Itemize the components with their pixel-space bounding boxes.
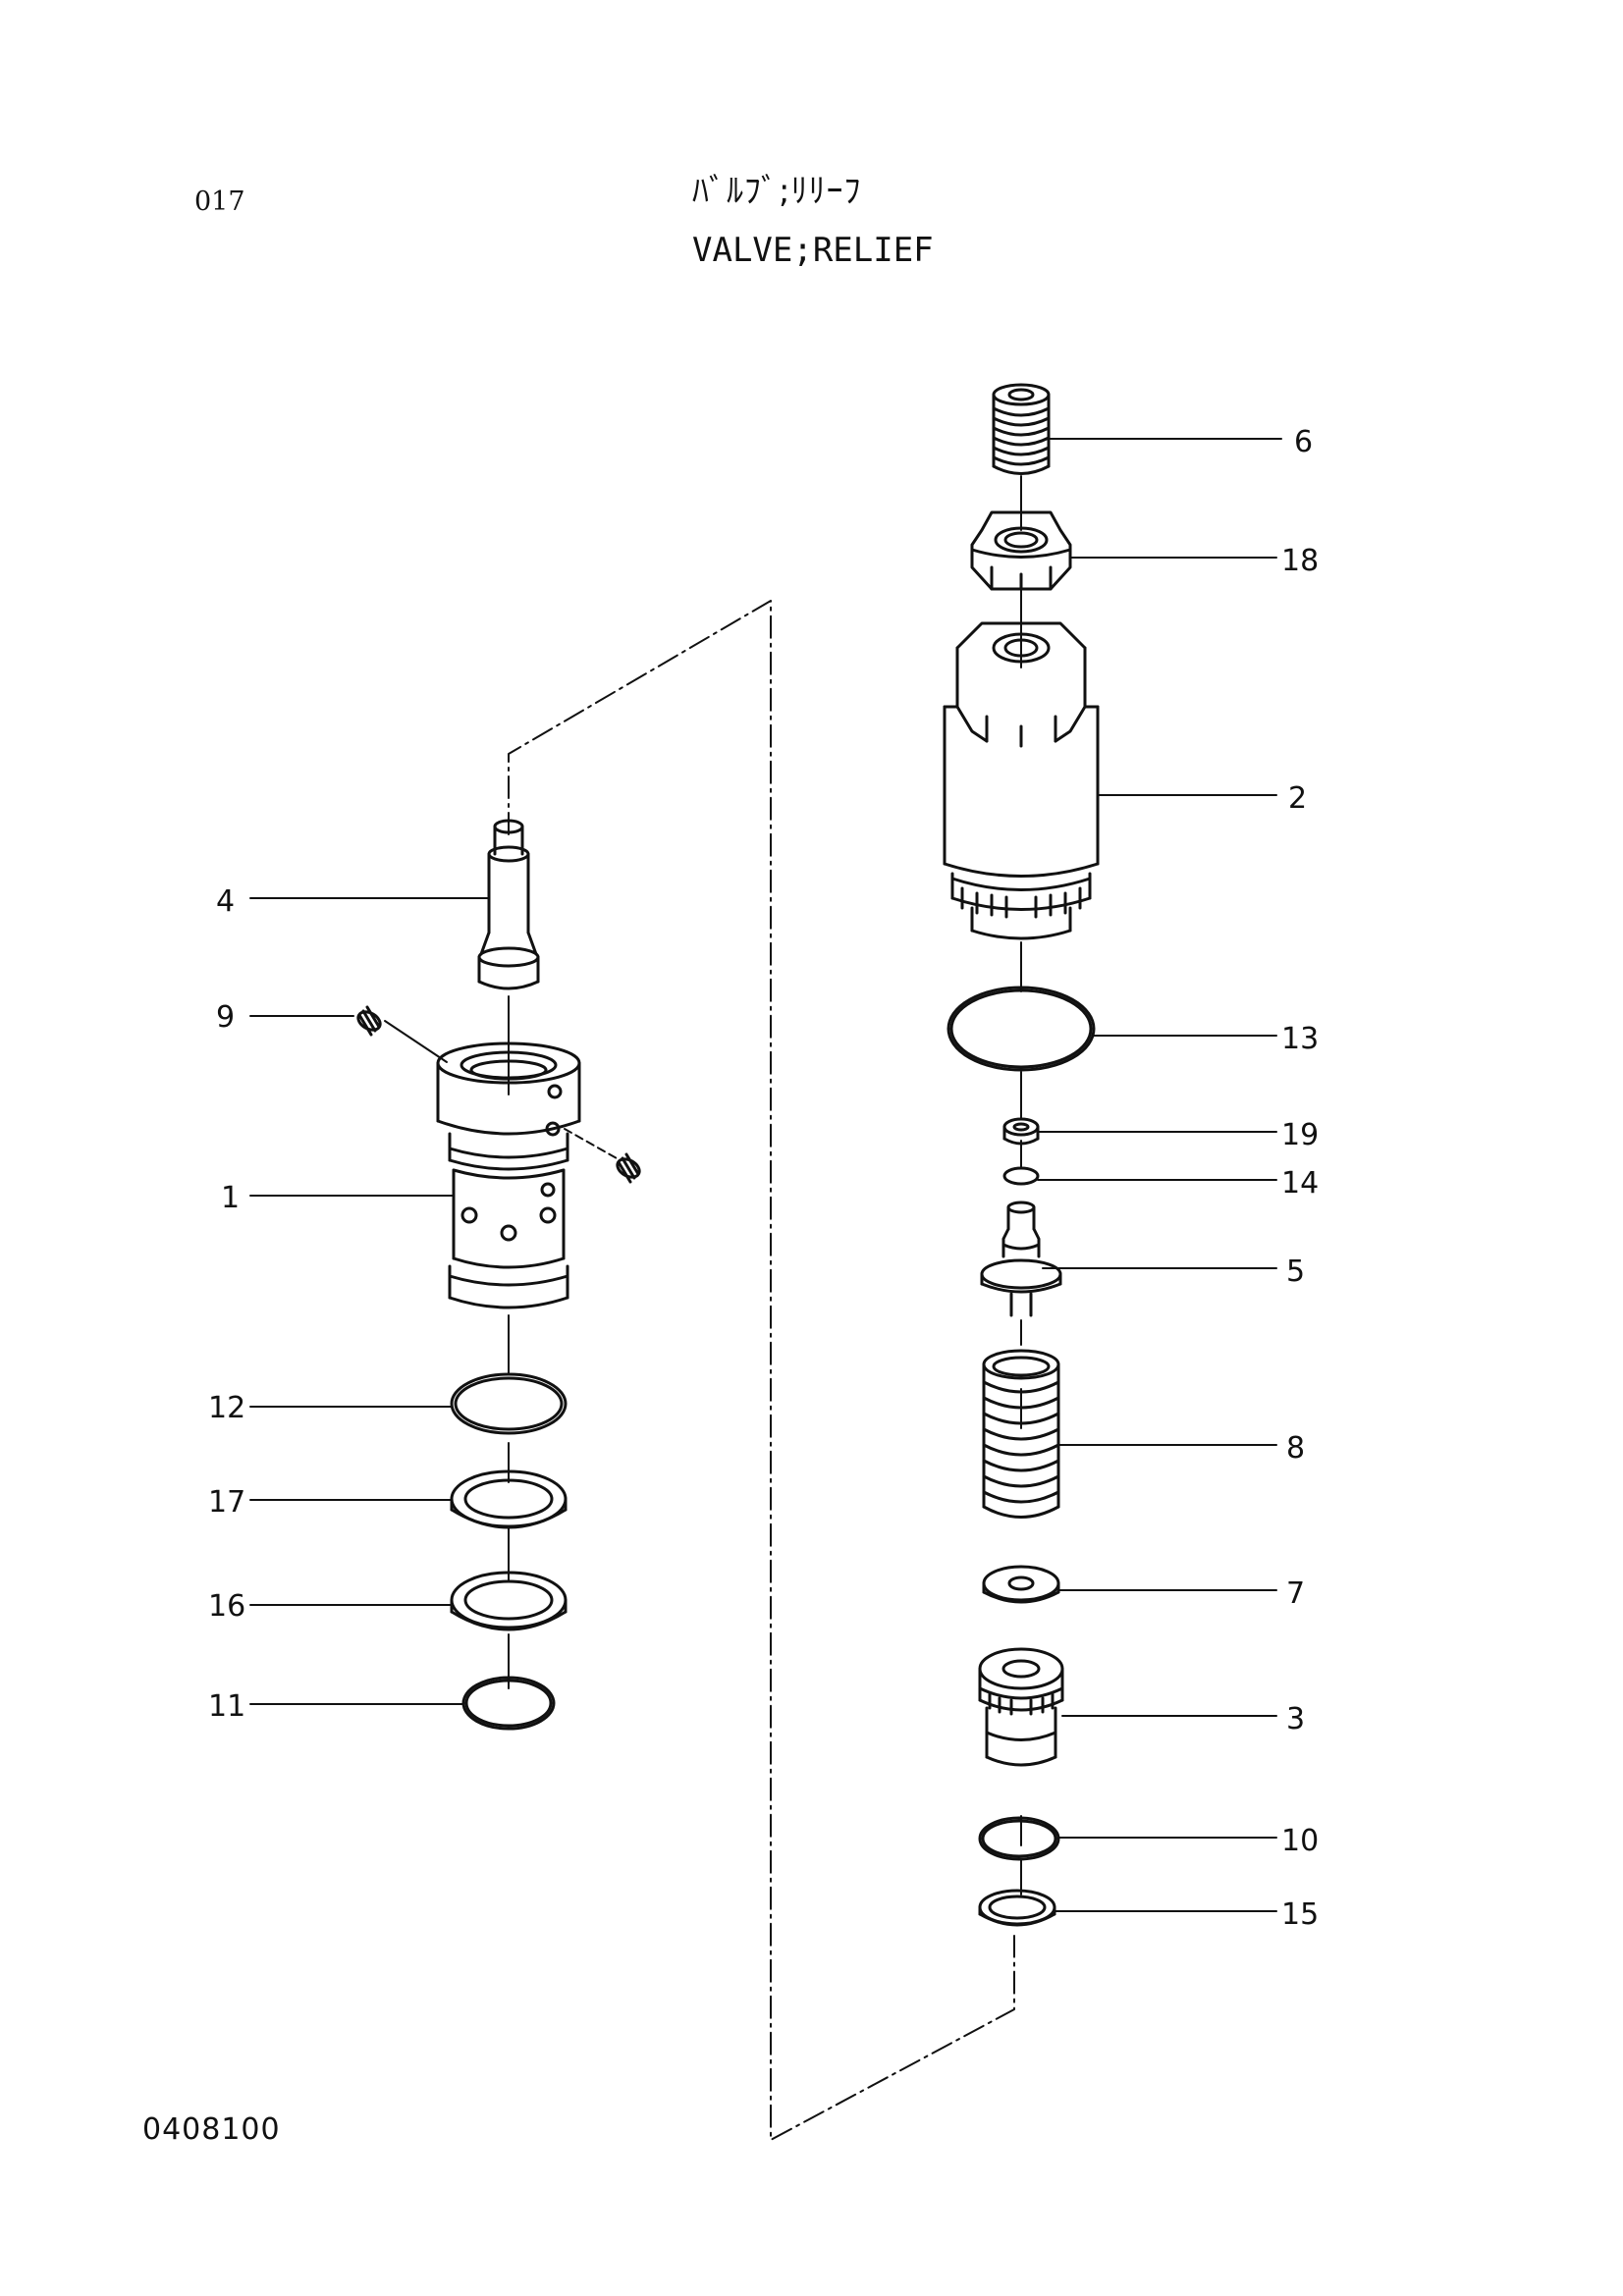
callout-19: 19 [1281,1118,1319,1152]
callout-14: 14 [1281,1166,1319,1201]
title-japanese: ﾊﾞﾙﾌﾞ;ﾘﾘｰﾌ [692,172,862,211]
part-7-washer [982,1565,1060,1604]
part-4-stem [477,819,540,990]
part-6-adjusting-screw [992,383,1051,475]
callout-1: 1 [221,1181,240,1215]
callout-8: 8 [1286,1431,1305,1466]
title-english: VALVE;RELIEF [692,231,934,270]
part-17-backup-ring [450,1469,568,1529]
callout-11: 11 [208,1689,245,1724]
part-8-spring [982,1349,1060,1519]
right-assembly: 6 18 2 13 19 14 5 8 7 3 10 15 [943,383,1319,1932]
callout-2: 2 [1288,781,1307,816]
part-18-lock-nut [970,510,1072,591]
right-leader-lines [1037,438,1282,1912]
part-19-collar [1002,1117,1040,1146]
left-assembly: 4 9 1 12 17 16 11 [208,600,1015,2141]
callout-5: 5 [1286,1255,1305,1289]
callout-9: 9 [216,1000,235,1035]
callout-17: 17 [208,1485,245,1520]
part-9-set-screw-a [356,1005,382,1037]
connection-line [508,600,1015,2141]
callout-10: 10 [1281,1824,1319,1858]
drawing-number: 0408100 [142,2112,281,2147]
part-12-o-ring [450,1372,568,1435]
callout-12: 12 [208,1391,245,1425]
callout-7: 7 [1286,1576,1305,1611]
callout-13: 13 [1281,1022,1319,1056]
callout-16: 16 [208,1589,245,1624]
part-2-housing [943,621,1100,940]
part-14-small-o-ring [1002,1166,1040,1186]
callout-3: 3 [1286,1702,1305,1736]
callout-18: 18 [1281,544,1319,578]
part-5-poppet [980,1201,1062,1317]
callout-6: 6 [1294,425,1313,459]
part-10-o-ring [978,1816,1060,1861]
left-leader-lines [249,897,490,1705]
callout-15: 15 [1281,1897,1319,1932]
page-number: 017 [194,187,245,217]
part-13-o-ring [947,986,1096,1072]
part-15-backup-ring [978,1889,1056,1927]
callout-4: 4 [216,884,235,919]
part-3-seat [978,1647,1064,1767]
part-1-body [436,1041,581,1309]
part-9-set-screw-b [564,1128,641,1184]
part-16-backup-ring [450,1571,568,1631]
